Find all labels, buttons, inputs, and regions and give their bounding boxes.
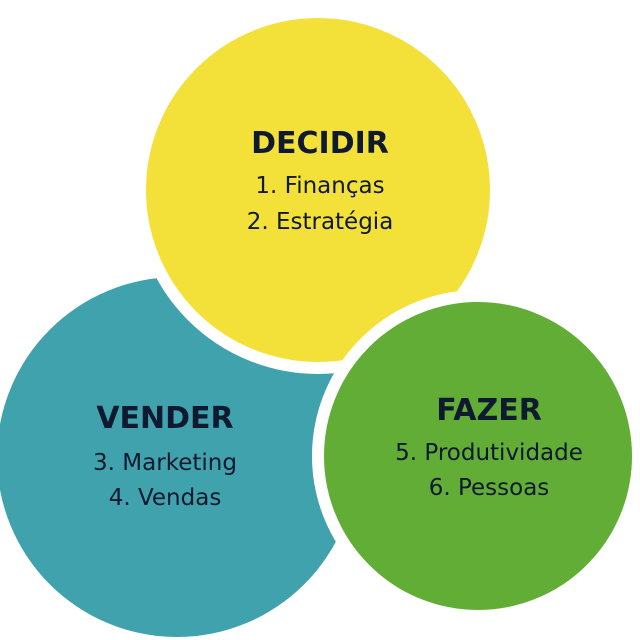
decidir-item-1: 1. Finanças xyxy=(255,173,384,199)
vender-item-1: 3. Marketing xyxy=(93,450,237,476)
decidir-title: DECIDIR xyxy=(251,126,389,161)
decidir-circle xyxy=(134,6,502,374)
vender-title: VENDER xyxy=(96,401,233,436)
fazer-title: FAZER xyxy=(436,393,542,428)
decidir-item-2: 2. Estratégia xyxy=(247,209,394,235)
fazer-item-1: 5. Produtividade xyxy=(395,440,583,466)
fazer-circle xyxy=(312,290,640,622)
fazer-item-2: 6. Pessoas xyxy=(429,475,550,501)
vender-circle xyxy=(0,277,357,637)
vender-item-2: 4. Vendas xyxy=(109,485,222,511)
